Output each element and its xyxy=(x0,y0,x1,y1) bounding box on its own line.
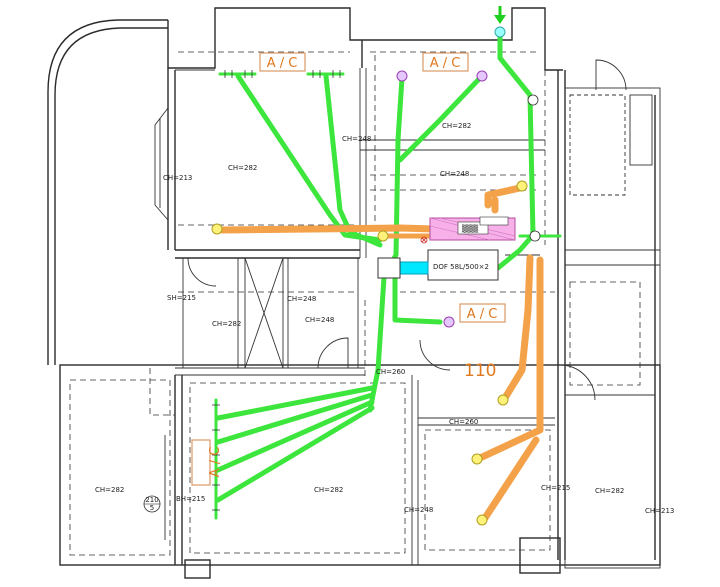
ch-label: CH=260 xyxy=(376,368,405,376)
supply-branch-ac xyxy=(392,265,443,325)
return-grille-icon xyxy=(377,230,389,242)
plenum-label: ▒▒▒ xyxy=(462,224,479,233)
outer-wall-curve xyxy=(54,27,168,365)
ac-tag-top-right: A / C xyxy=(422,52,469,72)
diffuser-icon xyxy=(476,70,488,82)
ch-label: CH=213 xyxy=(163,174,192,182)
inlet-icon xyxy=(494,26,506,38)
return-grille-icon xyxy=(516,180,528,192)
elbow-icon xyxy=(529,230,541,242)
ch-label: CH=260 xyxy=(449,418,478,426)
section-marker-top: 210 xyxy=(145,496,158,504)
ac-tag-vertical: A / C xyxy=(191,439,223,486)
ch-label: CH=282 xyxy=(595,487,624,495)
section-marker: 210 5 xyxy=(143,495,161,513)
supply-branch-5 xyxy=(215,385,375,421)
plenum-box: ▒▒▒ xyxy=(429,216,516,241)
ac-tag-label: A / C xyxy=(430,56,461,71)
return-grille-icon xyxy=(471,453,483,465)
diffuser-icon xyxy=(443,316,455,328)
fresh-air-inlet-arrow xyxy=(494,6,506,24)
ac-tag-label: A / C xyxy=(467,307,498,322)
wall-penetration xyxy=(420,236,428,244)
room-number: 110 xyxy=(464,361,496,381)
supply-branch-2 xyxy=(323,73,383,248)
ch-label: CH=282 xyxy=(212,320,241,328)
return-grille-icon xyxy=(211,223,223,235)
ceiling-bulkheads xyxy=(69,51,641,556)
ac-tag-label: A / C xyxy=(208,447,223,478)
supply-branch-8 xyxy=(215,405,375,503)
fan-coil-unit: DOF 58L/500×2 xyxy=(377,249,499,281)
fan-coil-label: DOF 58L/500×2 xyxy=(433,263,489,271)
building-walls xyxy=(47,7,661,579)
return-duct-south-2 xyxy=(476,256,544,462)
top-wall xyxy=(167,7,563,71)
return-grille-icon xyxy=(497,394,509,406)
ch-label: CH=248 xyxy=(342,135,371,143)
return-duct-north xyxy=(484,184,524,209)
ac-tag-top-left: A / C xyxy=(259,52,306,72)
ch-label: CH=248 xyxy=(305,316,334,324)
ch-label: SH=215 xyxy=(167,294,196,302)
ch-label: CH=215 xyxy=(541,484,570,492)
ch-label: CH=248 xyxy=(287,295,316,303)
supply-branch-7 xyxy=(215,399,375,473)
ceiling-height-labels: CH=282 CH=213 CH=248 CH=282 CH=248 CH=28… xyxy=(95,122,674,515)
supply-riser xyxy=(495,27,536,271)
ac-tag-mid: A / C xyxy=(459,303,506,323)
supply-duct-network xyxy=(212,27,562,520)
ch-label: CH=282 xyxy=(228,164,257,172)
ch-label: BH=215 xyxy=(176,495,205,503)
return-grille-icon xyxy=(476,514,488,526)
ch-label: CH=282 xyxy=(442,122,471,130)
return-duct-south-3 xyxy=(481,436,540,522)
elbow-icon xyxy=(527,94,539,106)
ch-label: CH=282 xyxy=(314,486,343,494)
supply-branch-1 xyxy=(235,73,383,243)
ch-label: CH=248 xyxy=(440,170,469,178)
section-marker-bottom: 5 xyxy=(150,504,154,512)
diffusers xyxy=(211,26,541,526)
ac-tag-label: A / C xyxy=(267,56,298,71)
supply-branch-4 xyxy=(397,75,483,163)
ch-label: CH=248 xyxy=(404,506,433,514)
return-duct-south-1 xyxy=(501,254,534,402)
outer-wall-curve-inner xyxy=(47,19,168,365)
diffuser-icon xyxy=(396,70,408,82)
ch-label: CH=213 xyxy=(645,507,674,515)
supply-branch-6 xyxy=(215,392,375,445)
ch-label: CH=282 xyxy=(95,486,124,494)
